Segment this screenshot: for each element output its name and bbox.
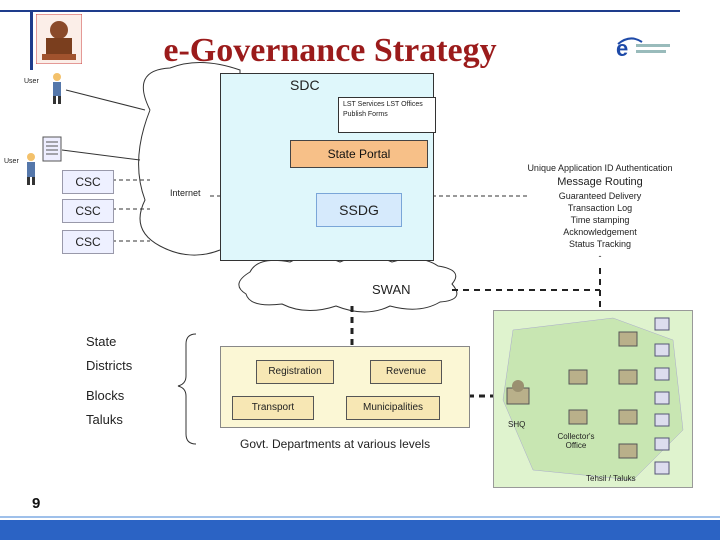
header-rule <box>0 10 680 12</box>
internet-label: Internet <box>170 188 201 198</box>
page-title: e-Governance Strategy <box>163 32 497 69</box>
state-portal: State Portal <box>290 140 428 168</box>
feature-item: Acknowledgement <box>563 227 637 237</box>
feature-item: Guaranteed Delivery <box>558 191 642 201</box>
auth-feature: Unique Application ID Authentication <box>527 163 673 173</box>
map-icons <box>502 317 684 481</box>
swan-label: SWAN <box>372 282 411 297</box>
feature-item: Time stamping <box>570 215 630 225</box>
feature-item: - <box>598 251 602 261</box>
building-icon <box>568 331 638 459</box>
collector-label: Collector's Office <box>557 432 595 450</box>
footer-rule <box>0 516 720 518</box>
building-icon <box>506 380 530 405</box>
computer-icon <box>654 317 670 475</box>
routing-feature: Message Routing <box>557 176 643 188</box>
level-label: Blocks <box>86 388 125 403</box>
logo-icon: e <box>616 36 670 61</box>
csc-box: CSC <box>62 199 114 223</box>
shq-label: SHQ <box>508 420 526 429</box>
footer-bar <box>0 520 720 540</box>
header-side-rule <box>30 10 33 70</box>
department-municipalities: Municipalities <box>346 396 440 420</box>
department-transport: Transport <box>232 396 314 420</box>
department-revenue: Revenue <box>370 360 442 384</box>
emblem-icon <box>36 14 82 64</box>
tehsil-label: Tehsil / Taluks <box>586 474 636 483</box>
level-label: Taluks <box>86 412 123 427</box>
gateway-features: Unique Application ID Authentication Mes… <box>520 162 680 262</box>
departments-caption: Govt. Departments at various levels <box>240 437 431 451</box>
user-label: User <box>4 158 19 165</box>
csc-box: CSC <box>62 170 114 194</box>
user-icon <box>27 153 35 185</box>
sdc-label: SDC <box>290 77 320 93</box>
feature-item: Transaction Log <box>567 203 633 213</box>
page-number: 9 <box>32 495 41 512</box>
level-label: Districts <box>86 358 133 373</box>
department-registration: Registration <box>256 360 334 384</box>
ssdg-gateway: SSDG <box>316 193 402 227</box>
kiosk-icon <box>42 136 62 162</box>
user-icon <box>53 73 61 104</box>
services-box: LST Services LST Offices Publish Forms <box>338 97 436 133</box>
level-label: State <box>86 334 117 349</box>
user-label: User <box>24 78 39 85</box>
csc-box: CSC <box>62 230 114 254</box>
feature-item: Status Tracking <box>568 239 632 249</box>
